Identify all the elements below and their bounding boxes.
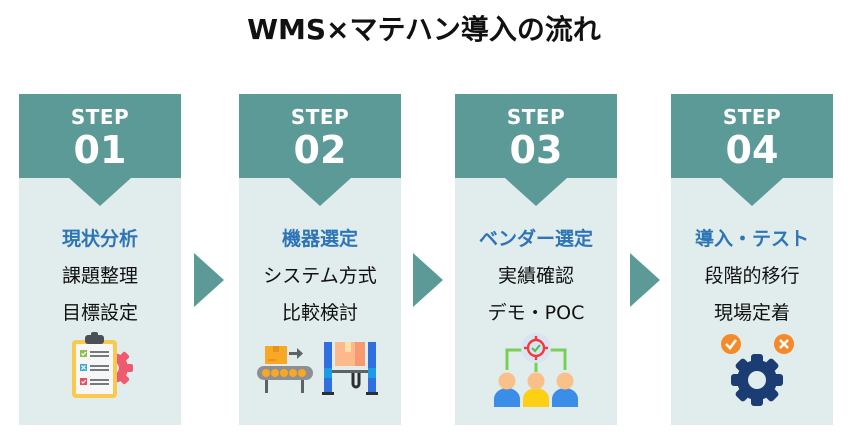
step-header: STEP 01 xyxy=(19,94,181,178)
header-pointer xyxy=(289,178,351,206)
step-header: STEP 03 xyxy=(455,94,617,178)
step-card-2: STEP 02 機器選定 システム方式 比較検討 xyxy=(239,94,401,425)
step-header: STEP 04 xyxy=(671,94,833,178)
header-pointer xyxy=(69,178,131,206)
header-pointer xyxy=(721,178,783,206)
step-detail: デモ・POC xyxy=(487,302,585,324)
next-arrow-icon xyxy=(413,253,443,307)
next-arrow-icon xyxy=(194,253,224,307)
step-number: 03 xyxy=(509,128,563,172)
conveyor-forklift-icon xyxy=(239,332,401,412)
step-heading: ベンダー選定 xyxy=(478,228,593,250)
next-arrow-icon xyxy=(630,253,660,307)
step-card-1: STEP 01 現状分析 課題整理 目標設定 xyxy=(19,94,181,425)
step-number: 01 xyxy=(73,128,127,172)
step-heading: 導入・テスト xyxy=(694,228,809,250)
step-number: 04 xyxy=(725,128,779,172)
step-heading: 機器選定 xyxy=(281,228,358,250)
gear-check-cross-icon xyxy=(671,332,833,412)
target-team-icon xyxy=(455,332,617,412)
step-label: STEP xyxy=(290,105,350,129)
step-label: STEP xyxy=(722,105,782,129)
step-header: STEP 02 xyxy=(239,94,401,178)
step-detail: 段階的移行 xyxy=(704,265,800,287)
step-number: 02 xyxy=(293,128,347,172)
step-label: STEP xyxy=(506,105,566,129)
step-detail: 目標設定 xyxy=(61,302,138,324)
step-detail: システム方式 xyxy=(263,265,377,287)
step-detail: 現場定着 xyxy=(713,302,790,324)
clipboard-checklist-gear-icon xyxy=(19,332,181,412)
step-heading: 現状分析 xyxy=(61,228,138,250)
step-label: STEP xyxy=(70,105,130,129)
step-detail: 実績確認 xyxy=(497,265,574,287)
step-card-3: STEP 03 ベンダー選定 実績確認 デモ・POC xyxy=(455,94,617,425)
page-title: WMS×マテハン導入の流れ xyxy=(247,13,601,46)
step-detail: 比較検討 xyxy=(281,302,358,324)
step-detail: 課題整理 xyxy=(61,265,138,287)
header-pointer xyxy=(505,178,567,206)
step-card-4: STEP 04 導入・テスト 段階的移行 現場定着 xyxy=(671,94,833,425)
